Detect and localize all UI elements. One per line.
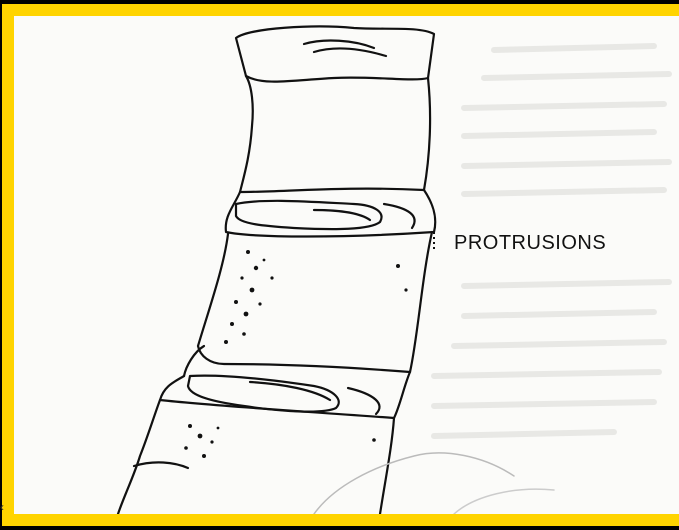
spine-illustration <box>14 16 679 514</box>
vertebra-3 <box>118 400 394 514</box>
illustration-panel: PROTRUSIONS <box>14 16 679 514</box>
corner-mark: ‹ <box>0 500 14 526</box>
disc-1 <box>226 190 436 237</box>
protrusions-label: PROTRUSIONS <box>454 232 606 255</box>
vertebra-2 <box>184 232 432 376</box>
vertebra-1 <box>236 26 434 192</box>
disc-2 <box>160 372 410 418</box>
